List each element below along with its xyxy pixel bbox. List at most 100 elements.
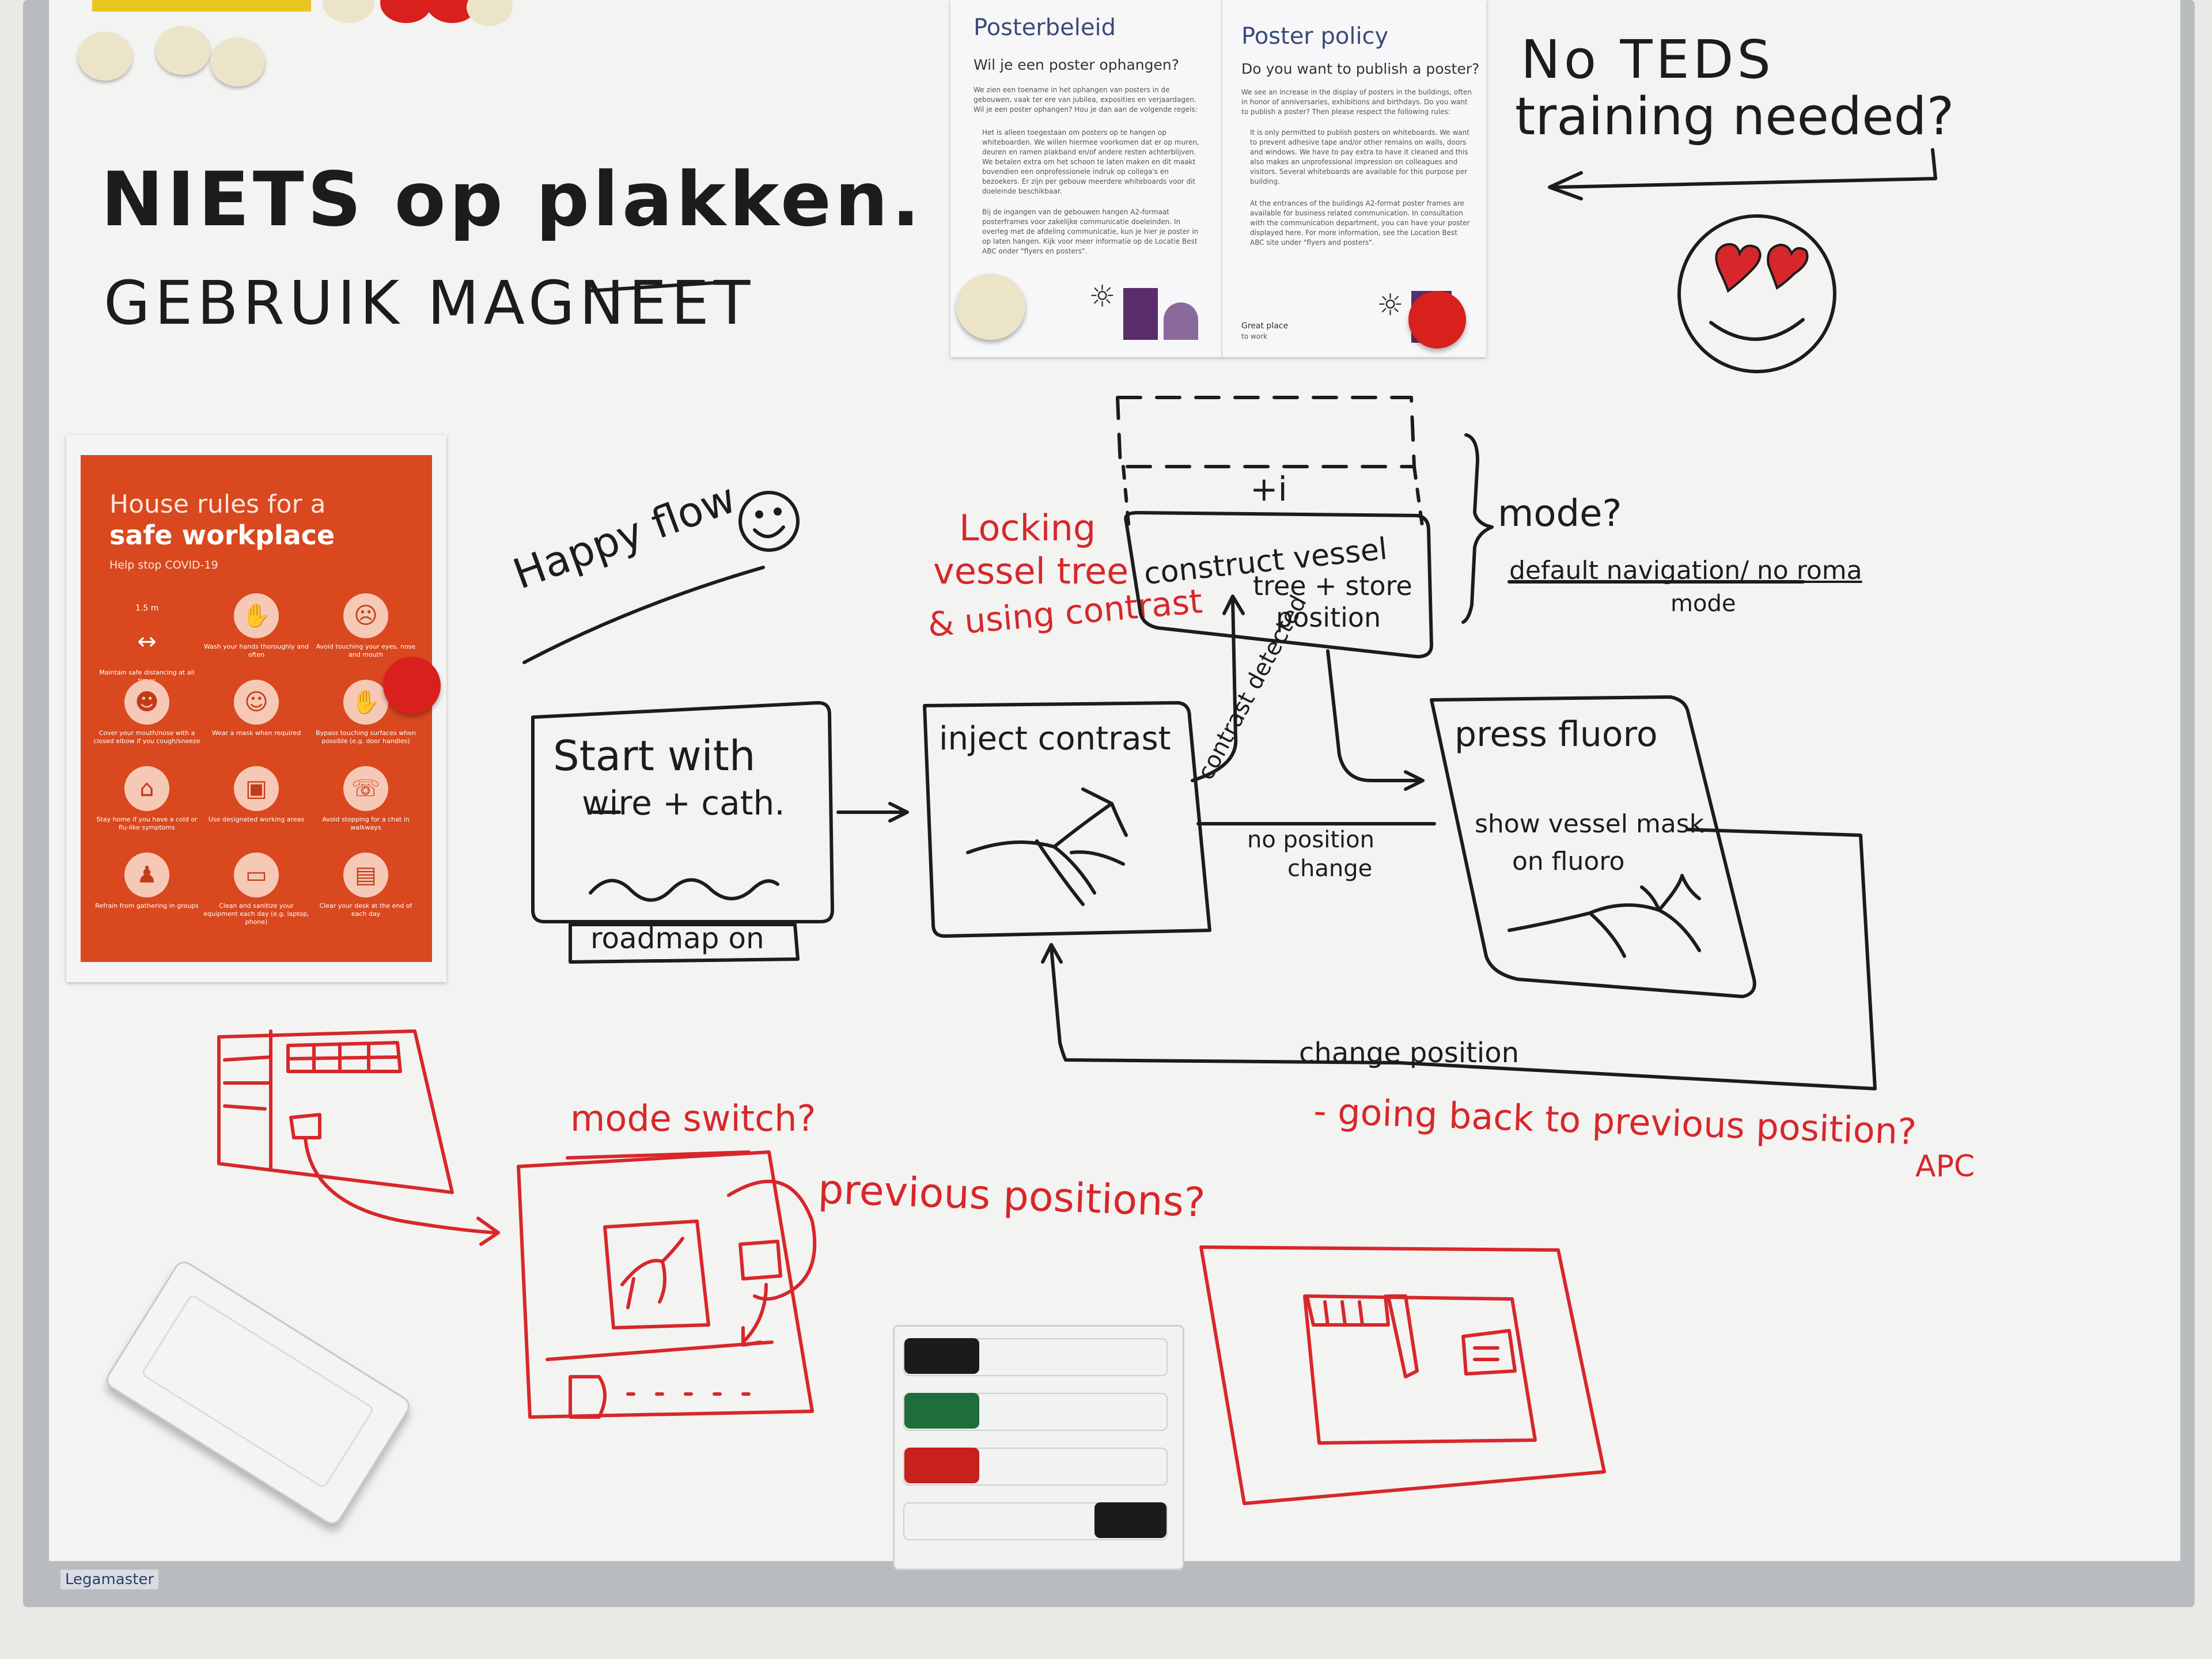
mode-switch-box xyxy=(517,1150,814,1419)
magnet-cream[interactable] xyxy=(210,37,265,86)
no-position-line2: change xyxy=(1287,855,1373,882)
start-box-line2: wire + cath. xyxy=(582,783,785,823)
house-rules-title1: House rules for a xyxy=(109,490,326,519)
distance-label: 1.5 m xyxy=(135,604,159,613)
mode-options-line2: mode xyxy=(1671,590,1736,617)
people-icon xyxy=(1164,302,1198,340)
gebruik-magneet-text: GEBRUIK MAGNEET xyxy=(104,268,755,338)
smiley-mouth xyxy=(1709,318,1805,341)
inject-contrast-text: inject contrast xyxy=(939,720,1171,757)
poster-en-subtitle: Do you want to publish a poster? xyxy=(1241,60,1480,77)
vessel-tree-inject xyxy=(966,787,1128,906)
previous-positions-circle xyxy=(727,1180,817,1301)
no-chat-icon: ☏ xyxy=(343,766,388,811)
magnet-red[interactable] xyxy=(1408,291,1466,349)
yellow-sticker xyxy=(92,0,311,12)
red-sketch-monitor xyxy=(217,1029,454,1194)
rule-item: ✋Wash your hands thoroughly and often xyxy=(202,593,311,680)
no-position-line1: no position xyxy=(1247,827,1374,853)
marker-black[interactable] xyxy=(903,1338,1168,1376)
rule-item: ⌂Stay home if you have a cold or flu-lik… xyxy=(92,766,202,853)
roadmap-on-text: roadmap on xyxy=(590,922,764,955)
poster-en-footer2: to work xyxy=(1241,332,1267,340)
home-icon: ⌂ xyxy=(124,766,169,811)
magnet-cream[interactable] xyxy=(78,32,132,81)
desk-icon: ▣ xyxy=(234,766,279,811)
happy-flow-underline xyxy=(522,566,765,664)
training-needed-text: training needed? xyxy=(1515,86,1955,147)
poster-en-title: Poster policy xyxy=(1241,23,1389,50)
vessel-tree-fluoro xyxy=(1508,874,1701,958)
no-touch-surface-icon: ✋ xyxy=(343,680,388,725)
poster-nl-subtitle: Wil je een poster ophangen? xyxy=(974,56,1179,73)
fluoro-line3: on fluoro xyxy=(1512,847,1625,876)
start-box xyxy=(531,701,834,923)
construct-plus-text: +i xyxy=(1250,469,1287,509)
poster-en-bullet1: It is only permitted to publish posters … xyxy=(1250,128,1469,185)
house-rules-panel: House rules for a safe workplace Help st… xyxy=(81,455,432,962)
red-arrow-to-mode-switch xyxy=(304,1136,497,1234)
sun-icon: ☼ xyxy=(1377,288,1404,323)
house-rules-poster: House rules for a safe workplace Help st… xyxy=(66,435,446,982)
magnet-cream[interactable] xyxy=(956,274,1025,340)
arrow-construct-to-fluoro xyxy=(1326,649,1419,782)
no-teds-text: No TEDS xyxy=(1521,29,1774,90)
rule-item: ☺Wear a mask when required xyxy=(202,680,311,766)
roadmap-box xyxy=(569,923,800,964)
poster-en-column: Poster policy Do you want to publish a p… xyxy=(1221,0,1492,357)
rule-item: ☻Cover your mouth/nose with a closed elb… xyxy=(92,680,202,766)
house-rules-title2: safe workplace xyxy=(109,520,335,551)
mode-label-text: mode? xyxy=(1498,493,1622,535)
inject-contrast-box xyxy=(923,701,1211,938)
distance-icon: ↔ xyxy=(137,628,157,655)
rule-item: ▣Use designated working areas xyxy=(202,766,311,853)
rule-item: ☹Avoid touching your eyes, nose and mout… xyxy=(311,593,421,680)
construct-line3: position xyxy=(1276,602,1381,633)
locking-note-line1: Locking xyxy=(959,507,1096,549)
clear-desk-icon: ▤ xyxy=(343,853,388,897)
marker-black[interactable] xyxy=(903,1502,1168,1540)
poster-en-footer1: Great place xyxy=(1241,321,1289,331)
marker-red[interactable] xyxy=(903,1448,1168,1486)
poster-policy-sheet: Posterbeleid Wil je een poster ophangen?… xyxy=(950,0,1486,357)
magneet-underline xyxy=(586,281,725,293)
laptop-icon: ▭ xyxy=(234,853,279,897)
poster-nl-column: Posterbeleid Wil je een poster ophangen?… xyxy=(950,0,1221,357)
fluoro-line2: show vessel mask xyxy=(1475,809,1705,839)
change-position-loop xyxy=(1050,828,1877,1090)
poster-nl-intro: We zien een toename in het ophangen van … xyxy=(974,86,1198,113)
no-touch-face-icon: ☹ xyxy=(343,593,388,638)
rule-item: ▭Clean and sanitize your equipment each … xyxy=(202,853,311,939)
locking-note-line2: vessel tree xyxy=(933,550,1129,592)
mode-brace xyxy=(1461,433,1494,624)
construct-line2: tree + store xyxy=(1253,570,1412,601)
magnet-red[interactable] xyxy=(383,657,441,714)
rule-item: ☏Avoid stopping for a chat in walkways xyxy=(311,766,421,853)
arrow-inject-to-construct xyxy=(1191,597,1238,782)
heart-eye-icon xyxy=(1715,243,1762,293)
poster-nl-title: Posterbeleid xyxy=(974,14,1116,41)
training-arrow-line xyxy=(1554,148,1937,189)
mask-icon: ☺ xyxy=(234,680,279,725)
sun-icon: ☼ xyxy=(1089,279,1116,314)
red-sketch-screen xyxy=(1199,1245,1606,1505)
apc-text: APC xyxy=(1915,1149,1975,1184)
niets-op-plakken-text: NIETS op plakken. xyxy=(101,156,924,243)
happy-smiley-icon xyxy=(738,491,800,552)
building-icon xyxy=(1123,288,1158,340)
magnet-cream[interactable] xyxy=(156,26,210,75)
rule-item: ▤Clear your desk at the end of each day xyxy=(311,853,421,939)
rule-item: ✋Bypass touching surfaces when possible … xyxy=(311,680,421,766)
poster-nl-bullet2: Bij de ingangen van de gebouwen hangen A… xyxy=(982,208,1199,255)
mode-switch-text: mode switch? xyxy=(570,1097,816,1139)
marker-tray xyxy=(893,1325,1184,1570)
training-arrow-head xyxy=(1548,171,1583,200)
poster-en-bullet2: At the entrances of the buildings A2-for… xyxy=(1250,199,1470,247)
marker-green[interactable] xyxy=(903,1393,1168,1431)
press-fluoro-text: press fluoro xyxy=(1455,714,1658,755)
dashed-mode-box xyxy=(1116,396,1416,468)
start-box-line1: Start with xyxy=(553,732,756,780)
brand-label: Legamaster xyxy=(60,1570,159,1589)
construct-vessel-box xyxy=(1124,511,1433,658)
